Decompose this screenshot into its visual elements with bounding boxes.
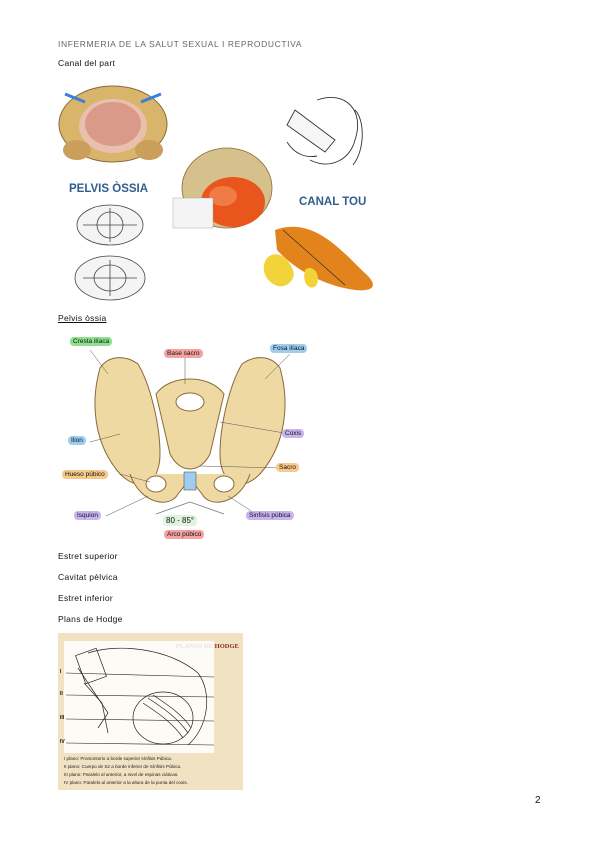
pelvis-labeled-diagram: Cresta ilíaca Base sacro Fosa ilíaca Ili… (60, 334, 320, 544)
label-isquion: Isquion (74, 511, 101, 520)
birth-canal-collage: PELVIS ÒSSIA CANAL TOU (58, 85, 373, 301)
section-heading-canal: Canal del part (58, 58, 116, 68)
pelvis-drawing (89, 349, 291, 517)
label-pelvis-ossia: PELVIS ÒSSIA (69, 182, 148, 195)
pelvis-muscles-image (172, 147, 273, 229)
label-fosa-iliaca: Fosa ilíaca (270, 344, 308, 353)
soft-canal-image (263, 226, 373, 291)
pelvis-top-image (58, 85, 168, 163)
label-ilion: Ilion (68, 436, 86, 445)
hodge-roman-3: III (60, 715, 65, 721)
text-cavitat-pelvica: Cavitat pèlvica (58, 572, 118, 582)
text-plans-hodge: Plans de Hodge (58, 614, 123, 624)
text-estret-inferior: Estret inferior (58, 593, 114, 603)
pelvis-outline-drawing-1 (76, 204, 144, 246)
label-sacro: Sacro (276, 463, 299, 472)
pelvis-outline-drawing-2 (74, 255, 146, 301)
page-number: 2 (535, 795, 541, 806)
hodge-roman-2: II (60, 691, 63, 697)
hodge-note-1: I plano: Promontorio a borde superior sí… (64, 756, 173, 761)
text-estret-superior: Estret superior (58, 551, 118, 561)
hodge-note-2: II plano: Cuerpo de S2 a borde inferior … (64, 764, 182, 769)
label-arco-pubico: Arco púbico (164, 530, 205, 539)
hodge-roman-1: I (60, 669, 62, 675)
label-coxis: Coxis (282, 429, 305, 438)
hodge-note-3: III plano: Paralelo al anterior, a nivel… (64, 772, 179, 777)
label-hueso-pubico: Hueso púbico (62, 470, 108, 479)
hodge-drawing (64, 641, 215, 753)
sagittal-drawing (286, 96, 363, 166)
label-cresta-iliaca: Cresta ilíaca (70, 337, 113, 346)
label-angle: 80 - 85° (163, 515, 198, 526)
label-base-sacro: Base sacro (164, 349, 203, 358)
hodge-note-4: IV plano: Paralelo al anterior a la altu… (64, 780, 188, 785)
hodge-planes-figure: PLANOS DE HODGE I II III IV I plano: Pro… (58, 633, 243, 790)
page-header: INFERMERIA DE LA SALUT SEXUAL I REPRODUC… (58, 39, 302, 49)
label-canal-tou: CANAL TOU (299, 196, 366, 208)
hodge-notes: I plano: Promontorio a borde superior sí… (64, 755, 242, 787)
section-heading-pelvis-ossia: Pelvis òssia (58, 313, 107, 323)
label-sinfisis-pubica: Sinfisis púbica (246, 511, 294, 520)
hodge-roman-4: IV (60, 739, 65, 745)
